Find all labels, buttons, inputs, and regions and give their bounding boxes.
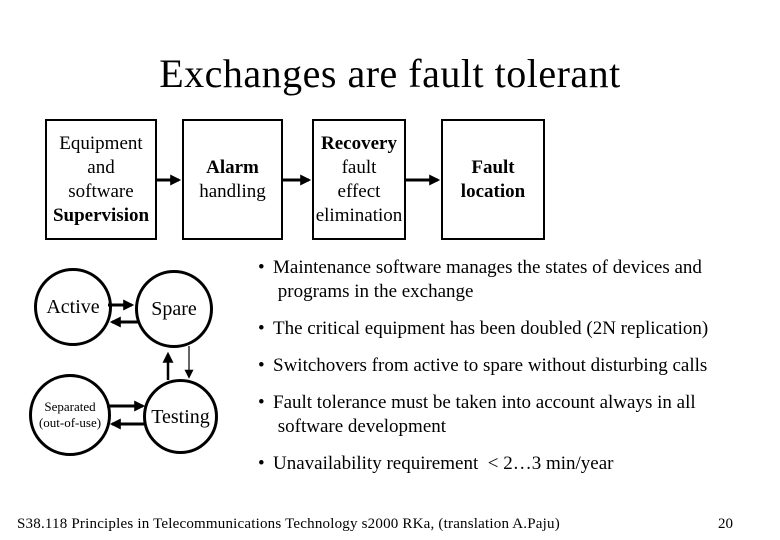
bullet-item: • The critical equipment has been double…	[258, 317, 772, 341]
state-label: Spare	[151, 298, 197, 320]
bullet-text: Switchovers from active to spare without…	[273, 355, 708, 376]
bullet-marker: •	[258, 453, 265, 474]
state-circle-testing: Testing	[143, 379, 218, 454]
bullet-marker: •	[258, 355, 265, 376]
state-circle-spare: Spare	[135, 270, 213, 348]
bullet-text: The critical equipment has been doubled …	[273, 318, 709, 339]
flow-box-line: Recovery	[321, 132, 397, 154]
flow-box-line: effect	[337, 180, 381, 202]
flow-box-line: software	[68, 180, 134, 202]
flow-box-line: Alarm	[206, 156, 259, 178]
state-label: Testing	[151, 405, 210, 428]
bullet-text: Unavailability requirement < 2…3 min/yea…	[273, 453, 614, 474]
bullet-text: Fault tolerance must be taken into accou…	[273, 392, 696, 437]
flow-box-line: location	[460, 180, 526, 202]
bullet-item: • Unavailability requirement < 2…3 min/y…	[258, 452, 772, 476]
footer-course-text: S38.118 Principles in Telecommunications…	[17, 516, 560, 532]
bullet-list: • Maintenance software manages the state…	[258, 256, 772, 489]
flow-box-line: Supervision	[52, 204, 150, 226]
flow-box-fault-location: Fault location	[441, 119, 545, 240]
state-circle-separated: Separated (out-of-use)	[29, 374, 111, 456]
state-label-note: (out-of-use)	[38, 415, 102, 430]
flow-box-line: elimination	[315, 204, 403, 226]
bullet-item: • Switchovers from active to spare witho…	[258, 354, 772, 378]
flow-box-line: handling	[199, 180, 266, 202]
flow-box-line: Equipment	[59, 132, 143, 154]
flow-box-supervision: Equipment and software Supervision	[45, 119, 157, 240]
state-label: Separated	[44, 399, 96, 414]
bullet-item: • Maintenance software manages the state…	[258, 256, 772, 304]
bullet-item: • Fault tolerance must be taken into acc…	[258, 391, 772, 439]
flow-box-line: fault	[341, 156, 377, 178]
bullet-marker: •	[258, 392, 265, 413]
bullet-text: Maintenance software manages the states …	[273, 257, 702, 302]
flow-box-recovery: Recovery fault effect elimination	[312, 119, 406, 240]
flow-box-line: Fault	[471, 156, 515, 178]
bullet-marker: •	[258, 318, 265, 339]
bullet-marker: •	[258, 257, 265, 278]
flow-box-alarm-handling: Alarm handling	[182, 119, 283, 240]
flow-box-line: and	[87, 156, 115, 178]
state-label: Active	[46, 296, 100, 318]
slide-title: Exchanges are fault tolerant	[159, 51, 621, 96]
state-circle-active: Active	[34, 268, 112, 346]
footer-page-number: 20	[718, 516, 733, 532]
